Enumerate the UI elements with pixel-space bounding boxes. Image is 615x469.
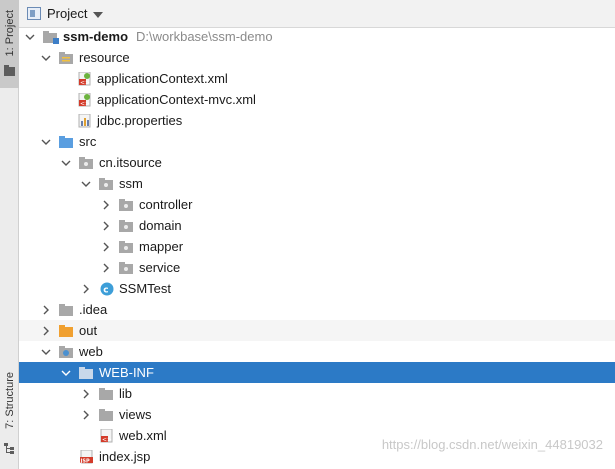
tree-node-label: web.xml — [119, 428, 167, 443]
tree-node-label: domain — [139, 218, 182, 233]
chevron-down-icon[interactable] — [41, 347, 51, 357]
tree-node-label: out — [79, 323, 98, 338]
tree-node-label: resource — [79, 50, 130, 65]
spring-xml-file-icon: <> — [77, 71, 93, 86]
tree-node-src[interactable]: src — [19, 131, 615, 152]
package-icon — [119, 198, 135, 212]
tree-node-domain[interactable]: domain — [19, 215, 615, 236]
chevron-down-icon[interactable] — [25, 32, 35, 42]
tree-node-label: applicationContext-mvc.xml — [97, 92, 256, 107]
tree-node-cn-itsource[interactable]: cn.itsource — [19, 152, 615, 173]
view-dropdown-icon[interactable] — [93, 11, 104, 18]
chevron-right-icon[interactable] — [101, 263, 111, 273]
package-icon — [119, 219, 135, 233]
tree-node-label: .idea — [79, 302, 108, 317]
structure-icon — [4, 443, 15, 454]
tree-node-web-inf[interactable]: WEB-INF — [19, 362, 615, 383]
chevron-down-icon[interactable] — [61, 368, 71, 378]
tree-node-views[interactable]: views — [19, 404, 615, 425]
folder-icon — [4, 65, 15, 76]
package-icon — [79, 156, 95, 170]
spring-xml-file-icon: <> — [77, 92, 93, 107]
tree-node-label: ssm-demo — [63, 29, 129, 44]
xml-file-icon: <> — [99, 428, 115, 443]
chevron-right-icon[interactable] — [101, 242, 111, 252]
tree-node-ssm-demo[interactable]: ssm-demo D:\workbase\ssm-demo — [19, 26, 615, 47]
chevron-right-icon[interactable] — [81, 389, 91, 399]
project-panel-header: Project — [19, 0, 615, 28]
java-class-icon: c — [99, 282, 115, 296]
watermark: https://blog.csdn.net/weixin_44819032 — [381, 437, 603, 452]
tree-node-label: web — [79, 344, 103, 359]
tool-window-stripe: 1: Project 7: Structure — [0, 0, 19, 469]
source-folder-icon — [59, 135, 75, 149]
project-tree: ssm-demo D:\workbase\ssm-demo resource <… — [19, 28, 615, 467]
tree-node-jdbc-properties[interactable]: jdbc.properties — [19, 110, 615, 131]
tree-node-label: WEB-INF — [99, 365, 154, 380]
tree-node-out[interactable]: out — [19, 320, 615, 341]
excluded-folder-icon — [59, 324, 75, 338]
project-path: D:\workbase\ssm-demo — [136, 29, 273, 44]
chevron-right-icon[interactable] — [41, 305, 51, 315]
tree-node-label: controller — [139, 197, 193, 212]
properties-file-icon — [77, 113, 93, 128]
tree-node-service[interactable]: service — [19, 257, 615, 278]
tree-node-index-jsp[interactable]: JSP index.jsp — [19, 446, 615, 467]
tree-node-label: applicationContext.xml — [97, 71, 228, 86]
web-folder-icon — [59, 345, 75, 359]
tree-node-controller[interactable]: controller — [19, 194, 615, 215]
tree-node-label: ssm — [119, 176, 143, 191]
chevron-right-icon[interactable] — [101, 200, 111, 210]
tree-node-label: mapper — [139, 239, 184, 254]
project-view-icon — [27, 7, 41, 20]
tree-node-label: views — [119, 407, 152, 422]
chevron-down-icon[interactable] — [61, 158, 71, 168]
chevron-down-icon[interactable] — [41, 137, 51, 147]
tree-node-mapper[interactable]: mapper — [19, 236, 615, 257]
package-icon — [119, 240, 135, 254]
tree-node-label: service — [139, 260, 181, 275]
tree-node-label: index.jsp — [99, 449, 151, 464]
svg-text:<>: <> — [102, 436, 112, 443]
tree-node-ssmtest[interactable]: c SSMTest — [19, 278, 615, 299]
project-tool-tab-label: 1: Project — [3, 9, 16, 57]
folder-icon — [99, 408, 115, 422]
tree-node-label: jdbc.properties — [97, 113, 183, 128]
jsp-file-icon: JSP — [79, 449, 95, 464]
chevron-down-icon[interactable] — [41, 53, 51, 63]
tree-node-label: cn.itsource — [99, 155, 162, 170]
tree-node-resource[interactable]: resource — [19, 47, 615, 68]
tree-node-label: SSMTest — [119, 281, 172, 296]
folder-icon — [59, 303, 75, 317]
structure-tool-tab-label: 7: Structure — [3, 371, 16, 429]
tree-node-label: src — [79, 134, 97, 149]
svg-text:c: c — [103, 285, 108, 295]
tree-node-web-xml[interactable]: <> web.xml — [19, 425, 615, 446]
chevron-right-icon[interactable] — [101, 221, 111, 231]
chevron-right-icon[interactable] — [81, 410, 91, 420]
tree-node-label: lib — [119, 386, 133, 401]
chevron-right-icon[interactable] — [41, 326, 51, 336]
folder-icon — [79, 366, 95, 380]
tree-node-ssm[interactable]: ssm — [19, 173, 615, 194]
folder-icon — [99, 387, 115, 401]
package-icon — [119, 261, 135, 275]
project-view-title[interactable]: Project — [47, 6, 88, 21]
tree-node-idea[interactable]: .idea — [19, 299, 615, 320]
svg-text:<>: <> — [80, 100, 90, 107]
svg-text:JSP: JSP — [80, 458, 90, 464]
tree-node-applicationcontext-mvc-xml[interactable]: <> applicationContext-mvc.xml — [19, 89, 615, 110]
svg-text:<>: <> — [80, 79, 90, 86]
package-icon — [99, 177, 115, 191]
module-folder-icon — [43, 30, 59, 44]
tree-node-lib[interactable]: lib — [19, 383, 615, 404]
chevron-right-icon[interactable] — [81, 284, 91, 294]
chevron-down-icon[interactable] — [81, 179, 91, 189]
tree-node-applicationcontext-xml[interactable]: <> applicationContext.xml — [19, 68, 615, 89]
resource-folder-icon — [59, 51, 75, 65]
tree-node-web[interactable]: web — [19, 341, 615, 362]
